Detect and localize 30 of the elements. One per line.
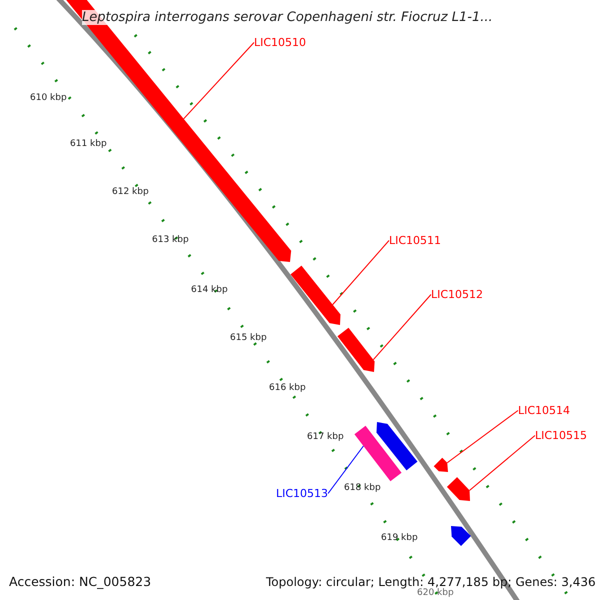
leader-line: [446, 410, 518, 464]
scale-label: 610 kbp: [30, 93, 67, 103]
gene-feature: [337, 328, 375, 372]
gene-label: LIC10515: [535, 429, 588, 442]
gene-label: LIC10510: [254, 36, 306, 49]
leader-line: [372, 294, 432, 360]
gene-feature: [451, 526, 471, 546]
gene-feature: [376, 422, 418, 470]
gene-label: LIC10513: [276, 487, 328, 500]
scale-label: 620 kbp: [417, 588, 454, 598]
scale-label: 611 kbp: [70, 139, 107, 149]
scale-label: 612 kbp: [112, 187, 149, 197]
scale-label: 618 kbp: [344, 483, 381, 493]
scale-label: 613 kbp: [152, 235, 189, 245]
leader-line: [332, 240, 390, 306]
gene-feature: [354, 426, 402, 482]
scale-label: 616 kbp: [269, 383, 306, 393]
accession-text: Accession: NC_005823: [9, 574, 152, 589]
gene-label: LIC10511: [389, 234, 442, 247]
gene-feature: [290, 266, 340, 325]
scale-label: 619 kbp: [381, 533, 418, 543]
gene-label: LIC10512: [431, 288, 484, 301]
leader-line: [469, 435, 536, 491]
gene-label: LIC10514: [518, 404, 570, 417]
gene-feature: [434, 458, 448, 472]
map-title: Leptospira interrogans serovar Copenhageni str. Fiocruz L1-1...: [82, 10, 493, 25]
genome-info-text: Topology: circular; Length: 4,277,185 bp; Genes: 3,436: [266, 575, 596, 589]
leader-line: [183, 42, 254, 120]
gene-feature: [446, 477, 470, 501]
leader-line: [328, 446, 364, 494]
